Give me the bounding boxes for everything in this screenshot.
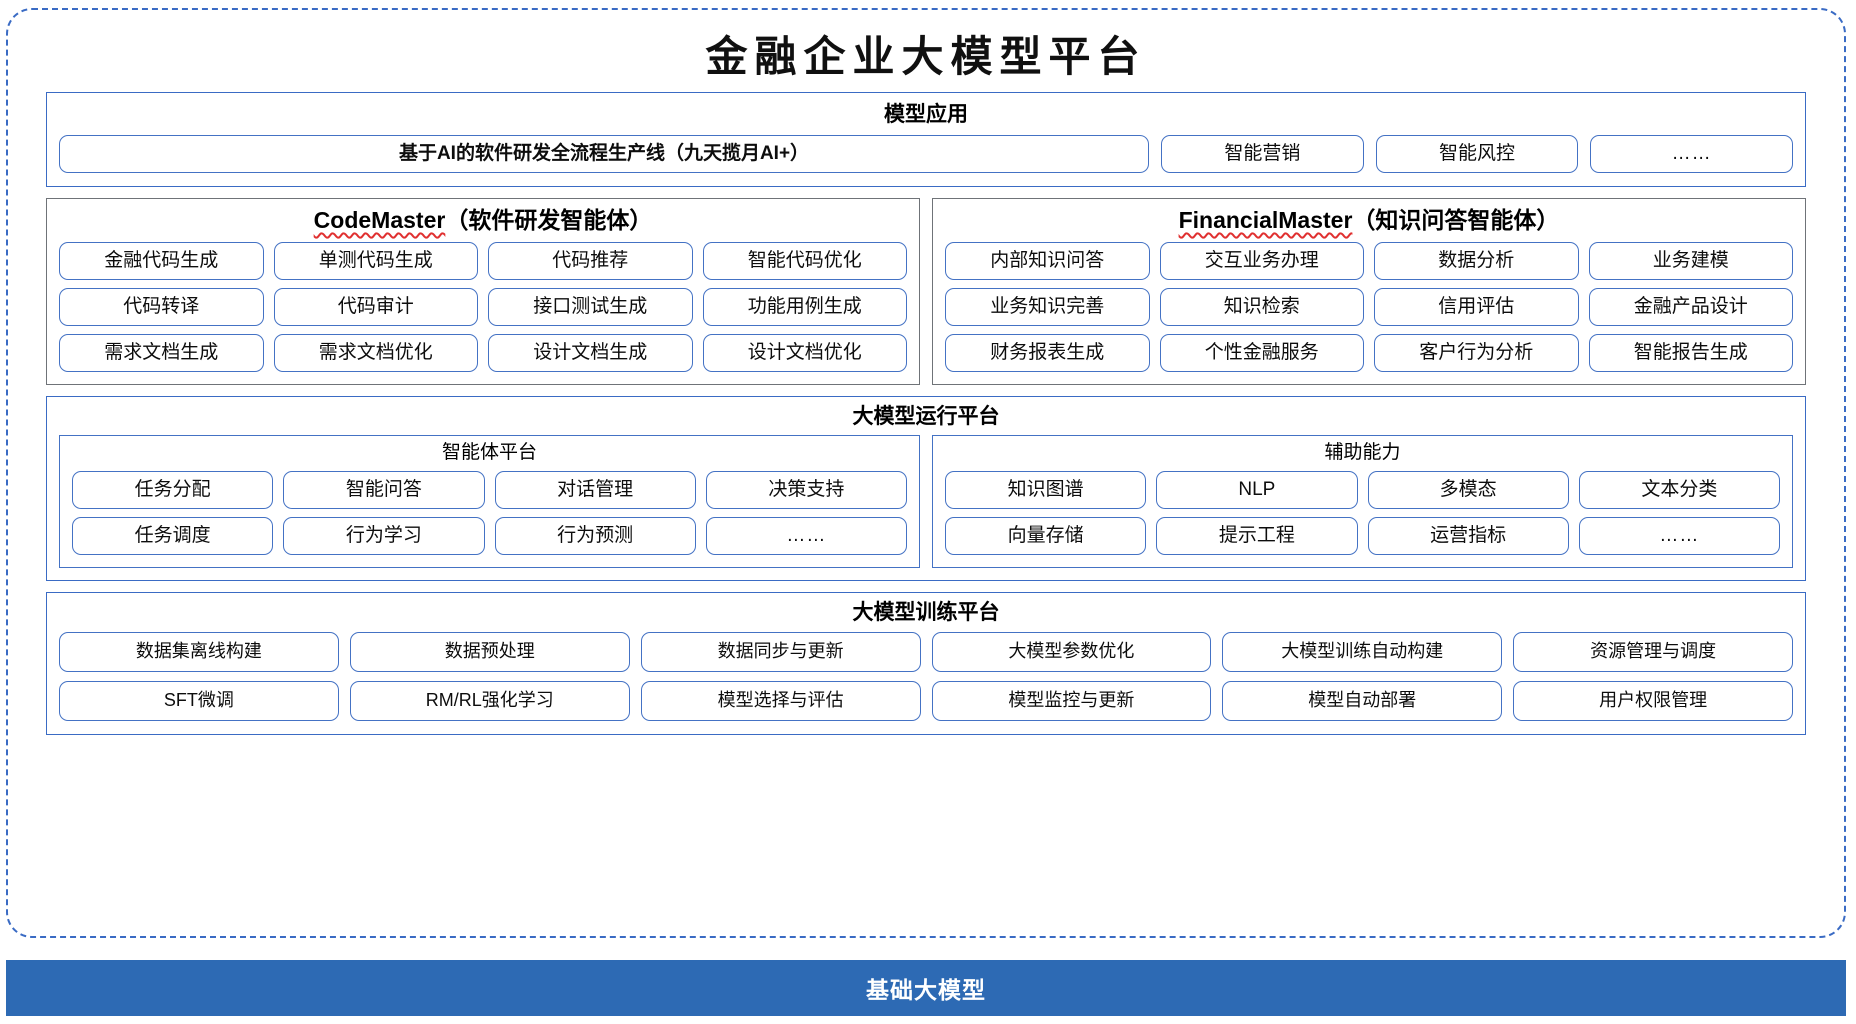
model-applications-title: 模型应用 bbox=[884, 103, 968, 126]
financialmaster-pill-1[interactable]: 内部知识问答 bbox=[945, 241, 1150, 280]
agent-title-codemaster: CodeMaster（软件研发智能体） bbox=[59, 207, 907, 235]
auxiliary-pill-8[interactable]: …… bbox=[1578, 516, 1780, 555]
training-platform-title: 大模型训练平台 bbox=[852, 600, 1000, 624]
app-pill-risk-control[interactable]: 智能风控 bbox=[1375, 135, 1579, 174]
agent-platform-pill-4[interactable]: 决策支持 bbox=[705, 470, 907, 509]
financialmaster-pill-11[interactable]: 客户行为分析 bbox=[1374, 333, 1579, 372]
training-platform-grid: 数据集离线构建 数据预处理 数据同步与更新 大模型参数优化 大模型训练自动构建 … bbox=[59, 631, 1793, 721]
runtime-grid-auxiliary: 知识图谱 NLP 多模态 文本分类 向量存储 提示工程 运营指标 …… bbox=[945, 470, 1780, 555]
auxiliary-pill-3[interactable]: 多模态 bbox=[1367, 470, 1569, 509]
financialmaster-pill-8[interactable]: 金融产品设计 bbox=[1588, 287, 1793, 326]
training-pill-8[interactable]: RM/RL强化学习 bbox=[349, 680, 630, 721]
agent-name-en: CodeMaster bbox=[313, 207, 446, 234]
codemaster-pill-5[interactable]: 代码转译 bbox=[59, 287, 264, 326]
agent-platform-pill-3[interactable]: 对话管理 bbox=[494, 470, 696, 509]
base-model-label: 基础大模型 bbox=[866, 977, 986, 1003]
codemaster-pill-7[interactable]: 接口测试生成 bbox=[488, 287, 693, 326]
agent-platform-pill-2[interactable]: 智能问答 bbox=[283, 470, 485, 509]
auxiliary-pill-7[interactable]: 运营指标 bbox=[1367, 516, 1569, 555]
financialmaster-pill-2[interactable]: 交互业务办理 bbox=[1159, 241, 1364, 280]
agent-section-codemaster: CodeMaster（软件研发智能体） 金融代码生成 单测代码生成 代码推荐 智… bbox=[46, 198, 920, 385]
agent-grid-codemaster: 金融代码生成 单测代码生成 代码推荐 智能代码优化 代码转译 代码审计 接口测试… bbox=[59, 241, 907, 372]
training-pill-5[interactable]: 大模型训练自动构建 bbox=[1222, 631, 1503, 672]
auxiliary-pill-4[interactable]: 文本分类 bbox=[1578, 470, 1780, 509]
financialmaster-pill-5[interactable]: 业务知识完善 bbox=[945, 287, 1150, 326]
runtime-panels-row: 智能体平台 任务分配 智能问答 对话管理 决策支持 任务调度 行为学习 行为预测… bbox=[59, 434, 1793, 568]
financialmaster-pill-10[interactable]: 个性金融服务 bbox=[1159, 333, 1364, 372]
app-pill-primary[interactable]: 基于AI的软件研发全流程生产线（九天揽月AI+） bbox=[59, 135, 1149, 174]
agent-platform-pill-8[interactable]: …… bbox=[705, 516, 907, 555]
training-pill-7[interactable]: SFT微调 bbox=[59, 680, 339, 721]
agents-row: CodeMaster（软件研发智能体） 金融代码生成 单测代码生成 代码推荐 智… bbox=[46, 198, 1806, 385]
model-applications-row: 基于AI的软件研发全流程生产线（九天揽月AI+） 智能营销 智能风控 …… bbox=[59, 135, 1794, 174]
training-pill-6[interactable]: 资源管理与调度 bbox=[1513, 631, 1793, 672]
codemaster-pill-10[interactable]: 需求文档优化 bbox=[273, 333, 478, 372]
training-pill-12[interactable]: 用户权限管理 bbox=[1513, 680, 1793, 721]
codemaster-pill-11[interactable]: 设计文档生成 bbox=[488, 333, 693, 372]
codemaster-pill-1[interactable]: 金融代码生成 bbox=[59, 241, 264, 280]
runtime-grid-agent-platform: 任务分配 智能问答 对话管理 决策支持 任务调度 行为学习 行为预测 …… bbox=[72, 470, 907, 555]
agent-grid-financialmaster: 内部知识问答 交互业务办理 数据分析 业务建模 业务知识完善 知识检索 信用评估… bbox=[945, 241, 1793, 372]
codemaster-pill-6[interactable]: 代码审计 bbox=[273, 287, 478, 326]
codemaster-pill-4[interactable]: 智能代码优化 bbox=[702, 241, 907, 280]
agent-name-cn: （知识问答智能体） bbox=[1352, 207, 1560, 234]
base-model-bar: 基础大模型 bbox=[6, 960, 1846, 1016]
agent-platform-pill-1[interactable]: 任务分配 bbox=[72, 470, 274, 509]
training-pill-9[interactable]: 模型选择与评估 bbox=[640, 680, 921, 721]
app-pill-marketing[interactable]: 智能营销 bbox=[1161, 135, 1364, 174]
runtime-panel-auxiliary: 辅助能力 知识图谱 NLP 多模态 文本分类 向量存储 提示工程 运营指标 …… bbox=[932, 434, 1793, 568]
training-pill-11[interactable]: 模型自动部署 bbox=[1222, 680, 1503, 721]
agent-name-en: FinancialMaster bbox=[1178, 207, 1353, 234]
auxiliary-pill-5[interactable]: 向量存储 bbox=[945, 516, 1147, 555]
financialmaster-pill-6[interactable]: 知识检索 bbox=[1159, 287, 1364, 326]
platform-frame: 金融企业大模型平台 模型应用 基于AI的软件研发全流程生产线（九天揽月AI+） … bbox=[6, 8, 1846, 938]
training-pill-3[interactable]: 数据同步与更新 bbox=[640, 631, 921, 672]
financialmaster-pill-9[interactable]: 财务报表生成 bbox=[945, 333, 1150, 372]
runtime-panel-agent-platform: 智能体平台 任务分配 智能问答 对话管理 决策支持 任务调度 行为学习 行为预测… bbox=[59, 434, 920, 568]
page-title: 金融企业大模型平台 bbox=[705, 32, 1147, 81]
runtime-panel-title-auxiliary: 辅助能力 bbox=[1324, 441, 1401, 463]
codemaster-pill-2[interactable]: 单测代码生成 bbox=[273, 241, 478, 280]
agent-section-financialmaster: FinancialMaster（知识问答智能体） 内部知识问答 交互业务办理 数… bbox=[932, 198, 1806, 385]
training-pill-1[interactable]: 数据集离线构建 bbox=[59, 631, 339, 672]
agent-name-cn: （软件研发智能体） bbox=[445, 207, 653, 234]
agent-platform-pill-6[interactable]: 行为学习 bbox=[283, 516, 485, 555]
app-pill-more[interactable]: …… bbox=[1590, 135, 1794, 174]
auxiliary-pill-6[interactable]: 提示工程 bbox=[1156, 516, 1358, 555]
codemaster-pill-12[interactable]: 设计文档优化 bbox=[702, 333, 907, 372]
auxiliary-pill-1[interactable]: 知识图谱 bbox=[945, 470, 1147, 509]
training-platform-section: 大模型训练平台 数据集离线构建 数据预处理 数据同步与更新 大模型参数优化 大模… bbox=[46, 591, 1806, 735]
codemaster-pill-8[interactable]: 功能用例生成 bbox=[702, 287, 907, 326]
training-pill-4[interactable]: 大模型参数优化 bbox=[931, 631, 1212, 672]
runtime-panel-title-agent-platform: 智能体平台 bbox=[441, 441, 537, 463]
financialmaster-pill-3[interactable]: 数据分析 bbox=[1374, 241, 1579, 280]
model-applications-section: 模型应用 基于AI的软件研发全流程生产线（九天揽月AI+） 智能营销 智能风控 … bbox=[46, 92, 1806, 188]
training-pill-2[interactable]: 数据预处理 bbox=[349, 631, 630, 672]
agent-title-financialmaster: FinancialMaster（知识问答智能体） bbox=[945, 207, 1793, 235]
codemaster-pill-3[interactable]: 代码推荐 bbox=[488, 241, 693, 280]
financialmaster-pill-12[interactable]: 智能报告生成 bbox=[1588, 333, 1793, 372]
auxiliary-pill-2[interactable]: NLP bbox=[1156, 470, 1358, 509]
training-pill-10[interactable]: 模型监控与更新 bbox=[931, 680, 1212, 721]
financialmaster-pill-7[interactable]: 信用评估 bbox=[1374, 287, 1579, 326]
financialmaster-pill-4[interactable]: 业务建模 bbox=[1588, 241, 1793, 280]
agent-platform-pill-5[interactable]: 任务调度 bbox=[72, 516, 274, 555]
agent-platform-pill-7[interactable]: 行为预测 bbox=[494, 516, 696, 555]
codemaster-pill-9[interactable]: 需求文档生成 bbox=[59, 333, 264, 372]
runtime-platform-section: 大模型运行平台 智能体平台 任务分配 智能问答 对话管理 决策支持 任务调度 行… bbox=[46, 395, 1806, 581]
runtime-platform-title: 大模型运行平台 bbox=[852, 404, 1000, 428]
